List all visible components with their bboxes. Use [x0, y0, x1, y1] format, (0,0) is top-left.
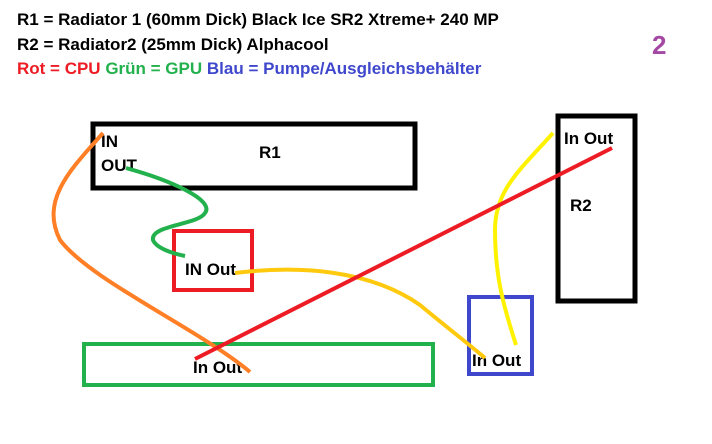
legend-cpu: Rot = CPU — [17, 59, 101, 78]
gpu-box — [82, 342, 435, 387]
legend-line-r1: R1 = Radiator 1 (60mm Dick) Black Ice SR… — [17, 10, 499, 29]
cpu-ports: IN Out — [185, 260, 236, 279]
r1-port-in: IN — [101, 132, 118, 151]
legend-line-r2: R2 = Radiator2 (25mm Dick) Alphacool — [17, 35, 329, 54]
tube-green — [125, 166, 209, 258]
r1-port-out: OUT — [101, 156, 138, 175]
tube-red — [194, 146, 613, 361]
tube-yellow — [234, 267, 487, 360]
legend-gpu: Grün = GPU — [105, 59, 203, 78]
r1-label: R1 — [259, 143, 281, 162]
cpu-box — [172, 229, 254, 292]
tube-bright-yellow — [492, 131, 555, 346]
legend-pump: Blau = Pumpe/Ausgleichsbehälter — [206, 59, 482, 78]
page-number: 2 — [652, 30, 667, 60]
r2-ports: In Out — [564, 129, 613, 148]
radiator-r1-box — [90, 121, 418, 191]
radiator-r2-box — [555, 113, 638, 304]
tube-orange — [51, 131, 252, 374]
r2-label: R2 — [570, 196, 592, 215]
gpu-ports: In Out — [193, 358, 242, 377]
legend-color-key: Rot = CPU Grün = GPU Blau = Pumpe/Ausgle… — [17, 59, 481, 79]
